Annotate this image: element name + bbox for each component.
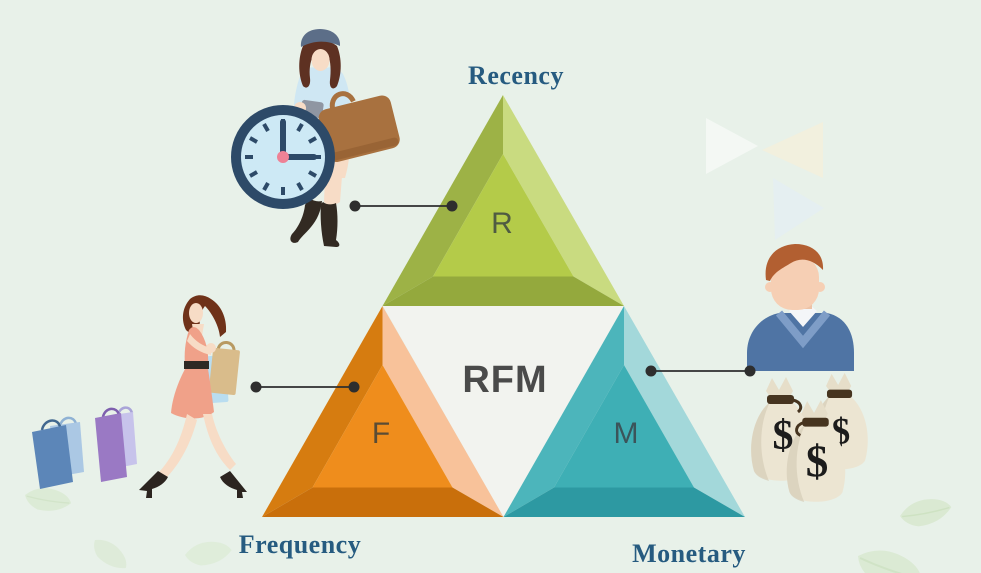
monetary-face-inner <box>554 365 694 488</box>
belt <box>184 361 209 369</box>
skirt <box>171 369 214 419</box>
face <box>311 49 330 71</box>
shopping-bag-tan-icon <box>208 341 240 396</box>
decor-triangle-icon <box>762 122 823 178</box>
beret-hat <box>300 29 341 47</box>
monetary-face-right <box>624 306 745 517</box>
woman-with-clock-illustration <box>231 29 400 247</box>
recency-face-right <box>503 95 624 306</box>
high-heel-left <box>139 471 168 498</box>
rfm-center-label: RFM <box>462 359 548 401</box>
clock-center-pin <box>277 151 289 163</box>
leaf-icon <box>185 541 232 566</box>
front-leg <box>153 414 197 484</box>
legs <box>324 176 342 205</box>
recency-label: Recency <box>468 61 564 90</box>
recency-letter: R <box>491 207 513 240</box>
ground-shopping-bags-illustration <box>32 406 137 489</box>
hair <box>765 244 824 281</box>
monetary-label: Monetary <box>632 539 746 568</box>
frequency-face-inner <box>312 365 453 488</box>
businessman-illustration <box>747 244 854 371</box>
arm <box>187 334 211 355</box>
leaf-icon <box>25 488 72 511</box>
center-triangle <box>383 306 624 517</box>
frequency-face-right <box>382 306 504 517</box>
recency-connector <box>349 200 458 212</box>
decor-triangle-icon <box>706 118 758 174</box>
dollar-sign: $ <box>773 413 794 459</box>
boot-left <box>290 198 322 243</box>
monetary-face-left <box>503 306 624 517</box>
background-leaves <box>25 488 952 573</box>
leaf-icon <box>94 539 127 569</box>
frequency-face-left <box>262 306 383 517</box>
shopping-bag-blue-icon <box>32 419 73 489</box>
connectors <box>250 200 756 393</box>
high-heel-right <box>220 471 247 498</box>
recency-face-inner <box>433 154 574 277</box>
frequency-label: Frequency <box>238 530 362 559</box>
face <box>189 303 203 323</box>
monetary-connector <box>645 365 756 377</box>
money-bag-icon: $ <box>786 400 846 503</box>
hand <box>206 343 216 353</box>
rfm-pyramid <box>262 95 745 517</box>
clock-icon <box>231 105 335 209</box>
monetary-triangle <box>503 306 745 517</box>
back-leg <box>203 414 236 470</box>
leaf-icon <box>900 499 952 527</box>
frequency-triangle <box>262 306 504 517</box>
frequency-connector <box>250 381 360 393</box>
background-decor-triangles <box>706 118 824 240</box>
monetary-letter: M <box>613 417 639 450</box>
recency-triangle <box>382 95 624 306</box>
decor-triangle-icon <box>773 178 824 240</box>
frequency-face-bottom <box>262 487 504 517</box>
recency-face-left <box>382 95 503 306</box>
recency-face-bottom <box>382 276 624 306</box>
handbag-icon <box>318 91 400 162</box>
money-bags-illustration: $ $ $ <box>751 372 868 503</box>
frequency-letter: F <box>371 417 391 450</box>
face <box>771 256 819 310</box>
monetary-face-bottom <box>503 487 745 517</box>
boot-right <box>320 202 340 247</box>
money-bag-icon: $ <box>751 377 811 481</box>
hair <box>299 40 341 89</box>
dollar-sign: $ <box>806 437 829 487</box>
sweater-vneck <box>775 310 831 349</box>
shopping-bag-purple-icon <box>95 407 127 482</box>
shopping-woman-illustration <box>139 295 247 498</box>
leaf-icon <box>858 550 922 573</box>
